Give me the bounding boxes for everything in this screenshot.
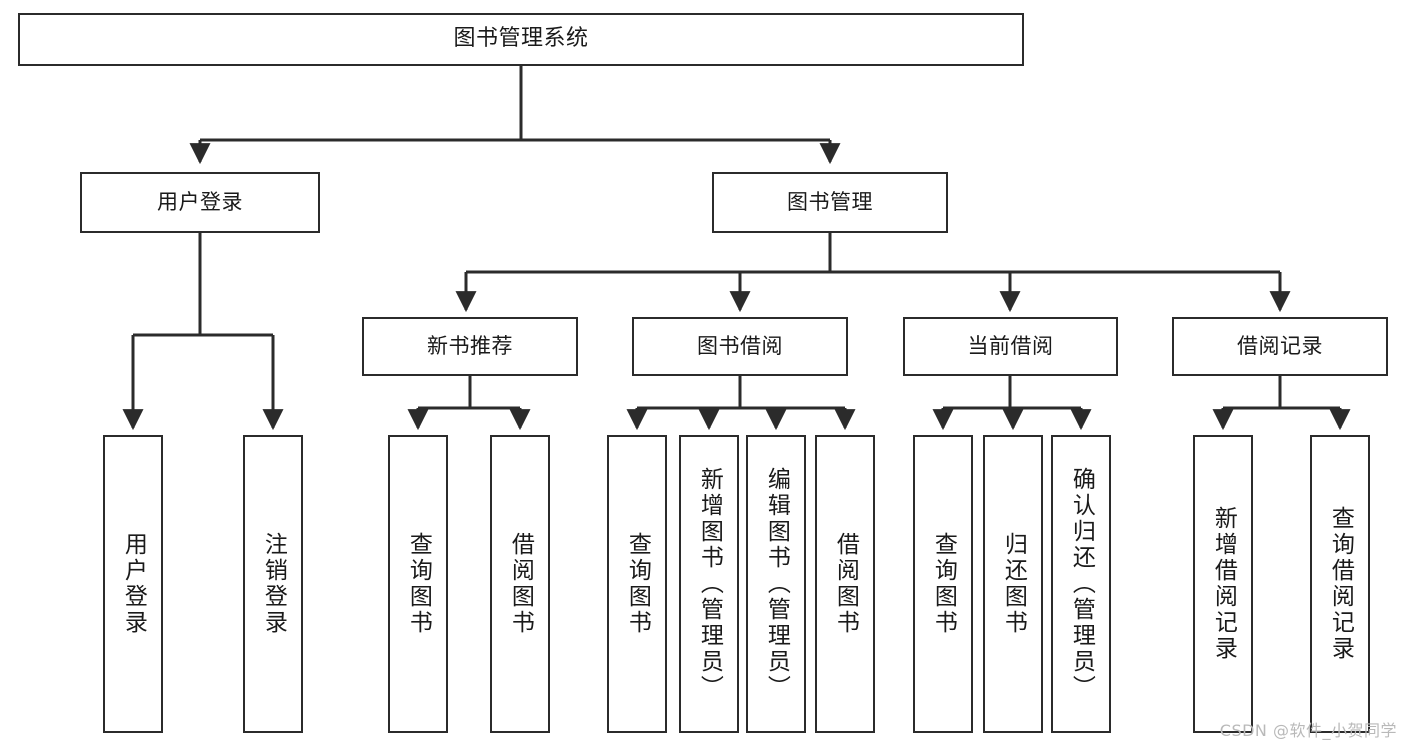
node-book-borrow[interactable]: 图书借阅 — [632, 317, 848, 376]
node-label: 确认归还（管理员） — [1068, 467, 1095, 701]
node-user-login[interactable]: 用户登录 — [80, 172, 320, 233]
leaf-query-book-borrow[interactable]: 查询图书 — [607, 435, 667, 733]
node-label: 图书管理 — [787, 189, 873, 214]
node-new-book-recommend[interactable]: 新书推荐 — [362, 317, 578, 376]
leaf-return-book[interactable]: 归还图书 — [983, 435, 1043, 733]
leaf-query-book-current[interactable]: 查询图书 — [913, 435, 973, 733]
node-label: 查询图书 — [405, 532, 432, 636]
node-label: 新书推荐 — [427, 333, 513, 358]
leaf-query-borrow-record[interactable]: 查询借阅记录 — [1310, 435, 1370, 733]
node-label: 当前借阅 — [967, 333, 1054, 358]
node-current-borrow[interactable]: 当前借阅 — [903, 317, 1118, 376]
node-label: 编辑图书（管理员） — [763, 467, 790, 701]
leaf-user-login[interactable]: 用户登录 — [103, 435, 163, 733]
node-label: 注销登录 — [260, 532, 287, 636]
leaf-borrow-book[interactable]: 借阅图书 — [815, 435, 875, 733]
leaf-add-borrow-record[interactable]: 新增借阅记录 — [1193, 435, 1253, 733]
leaf-logout[interactable]: 注销登录 — [243, 435, 303, 733]
leaf-query-book-recommend[interactable]: 查询图书 — [388, 435, 448, 733]
watermark-text: CSDN @软件_小贺同学 — [1219, 721, 1397, 740]
node-label: 查询图书 — [930, 532, 957, 636]
node-label: 用户登录 — [157, 189, 243, 214]
node-label: 新增图书（管理员） — [696, 467, 723, 701]
node-root-system[interactable]: 图书管理系统 — [18, 13, 1024, 66]
node-label: 查询图书 — [624, 532, 651, 636]
node-book-management[interactable]: 图书管理 — [712, 172, 948, 233]
node-label: 图书管理系统 — [453, 26, 589, 52]
node-borrow-records[interactable]: 借阅记录 — [1172, 317, 1388, 376]
leaf-borrow-book-recommend[interactable]: 借阅图书 — [490, 435, 550, 733]
node-label: 借阅图书 — [832, 532, 859, 636]
node-label: 借阅记录 — [1237, 333, 1323, 358]
node-label: 图书借阅 — [697, 333, 783, 358]
node-label: 查询借阅记录 — [1327, 506, 1354, 662]
leaf-confirm-return-admin[interactable]: 确认归还（管理员） — [1051, 435, 1111, 733]
node-label: 用户登录 — [120, 532, 147, 636]
node-label: 借阅图书 — [507, 532, 534, 636]
leaf-edit-book-admin[interactable]: 编辑图书（管理员） — [746, 435, 806, 733]
leaf-add-book-admin[interactable]: 新增图书（管理员） — [679, 435, 739, 733]
node-label: 归还图书 — [1000, 532, 1027, 636]
node-label: 新增借阅记录 — [1210, 506, 1237, 662]
